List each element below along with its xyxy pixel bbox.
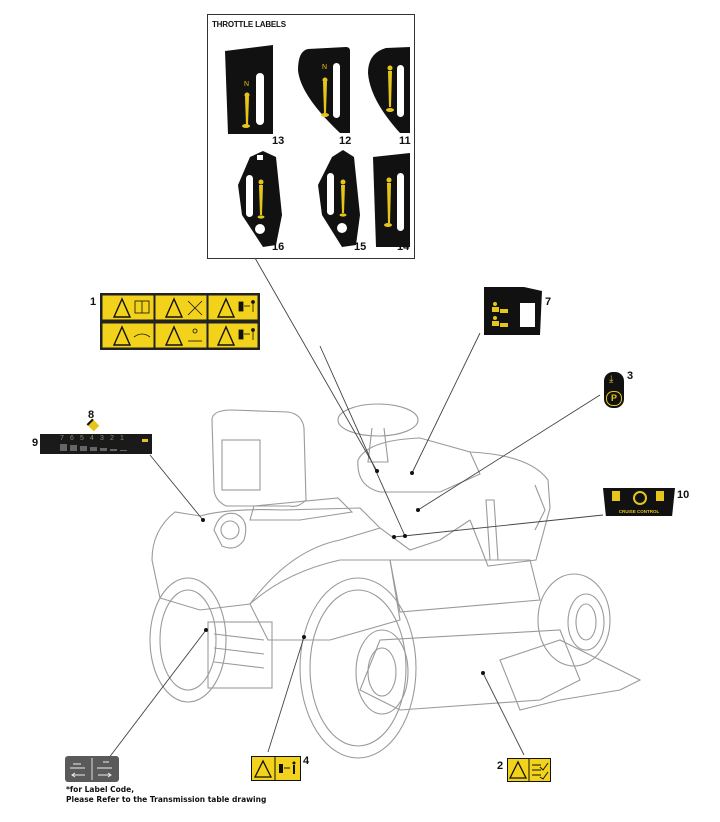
throttle-label-16-number: 16: [272, 241, 285, 253]
neutral-n-glyph: N: [244, 81, 249, 88]
front-wheel: [537, 573, 611, 667]
cruise-control-text: CRUISE CONTROL: [618, 509, 660, 514]
height-marker-icon: [142, 439, 148, 442]
turtle-icon: [242, 124, 250, 128]
mower-reverse-icon: [97, 761, 112, 769]
warning-triangle-icon: [508, 760, 528, 779]
rear-fender: [151, 507, 382, 611]
decal-1-safety-warnings: [100, 293, 260, 350]
slope-icon: [133, 333, 151, 338]
rear-wheel-right: [299, 577, 417, 759]
transmission-note: *for Label Code, Please Refer to the Tra…: [66, 785, 266, 805]
decal-10-cruise-control: CRUISE CONTROL: [603, 488, 675, 516]
callout-3: 3: [627, 370, 634, 382]
throttle-labels-title: THROTTLE LABELS: [212, 20, 286, 29]
callout-10: 10: [677, 489, 690, 501]
height-digit: 3: [100, 435, 104, 442]
height-digit: 6: [70, 435, 74, 442]
callout-1: 1: [90, 296, 97, 308]
keep-distance-icon: [238, 301, 244, 312]
throttle-label-14-number: 14: [397, 241, 410, 253]
steering-wheel: [337, 403, 419, 437]
throttle-labels-drawing: N N: [225, 45, 410, 247]
note-line-1: *for Label Code,: [66, 785, 135, 794]
hood: [469, 451, 551, 567]
height-digit: 4: [90, 435, 94, 442]
decal-4-warning: [251, 756, 301, 781]
decal-8-diamond-icon: [86, 418, 100, 432]
rear-wheel-left: [149, 577, 227, 703]
throttle-labels-panel: THROTTLE LABELS N N: [207, 14, 415, 259]
seat-base: [249, 497, 354, 521]
discharge-chute: [499, 639, 642, 711]
callout-9: 9: [32, 437, 39, 449]
seat-back: [211, 409, 307, 507]
transmission-decal: [65, 756, 119, 782]
throttle-label-13-number: 13: [272, 135, 285, 147]
height-digit: 2: [110, 435, 114, 442]
callout-4: 4: [303, 755, 310, 767]
height-digit: 1: [120, 435, 124, 442]
dashboard: [357, 437, 481, 493]
speedometer-icon: [633, 491, 647, 505]
throttle-label-11: [368, 47, 410, 133]
no-passenger-icon: [187, 300, 203, 316]
throttle-label-14: [373, 153, 410, 247]
arrow-left-icon: [71, 772, 85, 778]
thrown-object-icon: [192, 328, 198, 334]
decal-2-warning: [507, 758, 551, 782]
throttle-label-15-number: 15: [354, 241, 367, 253]
throttle-label-13: N: [225, 45, 273, 134]
rabbit-icon: [244, 92, 250, 98]
checklist-icon: [532, 762, 549, 780]
arrow-down-icon: ⤓: [609, 374, 614, 385]
warning-triangle-icon: [253, 759, 273, 778]
callout-dots: [201, 469, 485, 675]
note-line-2: Please Refer to the Transmission table d…: [66, 795, 267, 804]
callout-2: 2: [497, 760, 504, 772]
warning-triangle-icons: [112, 297, 236, 346]
callout-7: 7: [545, 296, 552, 308]
pedal-icon-left: [612, 491, 620, 501]
mower-deck: [359, 629, 581, 711]
callout-8: 8: [88, 409, 95, 421]
height-bars: [60, 444, 127, 451]
throttle-label-11-number: 11: [399, 135, 411, 147]
throttle-label-12-number: 12: [339, 135, 352, 147]
decal-3-parking-brake: ⤓ P: [604, 372, 624, 408]
mower-forward-icon: [70, 763, 85, 769]
arrow-right-icon: [98, 772, 112, 778]
neutral-n-glyph: N: [322, 64, 327, 71]
throttle-label-12: N: [298, 47, 350, 133]
throttle-label-15: [318, 150, 360, 247]
height-digit: 7: [60, 435, 64, 442]
throttle-label-16: [238, 151, 282, 247]
decal-7-pedal: [484, 287, 542, 335]
pedal-icon-right: [656, 491, 664, 501]
height-digit: 5: [80, 435, 84, 442]
parking-p-icon: P: [606, 391, 622, 406]
